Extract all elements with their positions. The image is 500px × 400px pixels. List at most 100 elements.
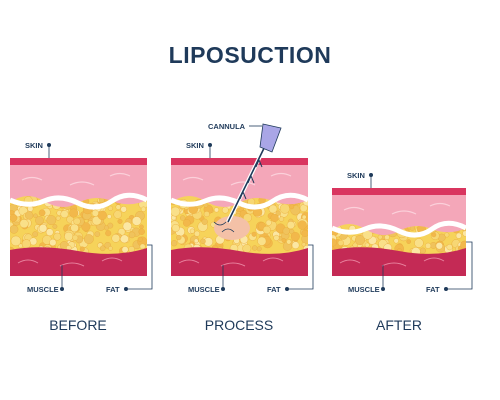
fat-cell (446, 244, 453, 251)
fat-cell (291, 241, 300, 249)
fat-cell (279, 203, 290, 214)
fat-cell (455, 232, 462, 239)
fat-cell (257, 236, 267, 246)
fat-cell (273, 234, 280, 241)
fat-cell (182, 219, 191, 227)
fat-cell (281, 238, 287, 243)
fat-cell (290, 231, 300, 241)
muscle-layer (332, 247, 466, 276)
fat-cell (179, 215, 186, 221)
skin-boundary (10, 192, 147, 210)
fat-cell (201, 218, 208, 225)
fat-cell (83, 234, 94, 245)
fat-cell (10, 225, 19, 234)
caption-after: AFTER (376, 317, 422, 333)
fat-label: FAT (106, 285, 120, 294)
fat-cell (286, 239, 292, 245)
skin-boundary (332, 220, 466, 238)
fat-cell (282, 227, 290, 235)
page-title: LIPOSUCTION (168, 42, 332, 68)
skin-label: SKIN (347, 171, 365, 180)
fat-cell (52, 224, 58, 229)
fat-cell (332, 238, 337, 247)
fat-cell (69, 208, 79, 218)
fat-cell (139, 224, 144, 230)
fat-cell (193, 238, 199, 244)
fat-cell (435, 242, 443, 250)
caption-before: BEFORE (49, 317, 107, 333)
fat-cell (171, 240, 178, 247)
fat-label: FAT (267, 285, 281, 294)
fat-cell (97, 210, 107, 221)
fat-cell (414, 238, 424, 248)
fat-cell (115, 204, 122, 210)
fat-cell (45, 228, 54, 236)
fat-cell (73, 217, 81, 225)
fat-cell (138, 228, 145, 235)
fat-cell (200, 238, 206, 245)
caption-process: PROCESS (205, 317, 273, 333)
fat-cell (406, 239, 412, 244)
muscle-layer (171, 247, 308, 276)
fat-cell (270, 213, 279, 223)
skin-texture (182, 172, 292, 186)
fat-cell (64, 231, 74, 241)
fat-cell (94, 231, 101, 237)
fat-cell (107, 222, 114, 229)
fat-cell (128, 231, 136, 239)
fat-cell (265, 219, 272, 226)
fat-cell (21, 239, 32, 249)
fat-cell (268, 204, 278, 214)
panel-before: SKIN MUSCLE FAT BEFORE (10, 141, 153, 333)
fat-cell (171, 223, 180, 232)
fat-cell (120, 234, 129, 244)
panel-process: CANNULA SKIN MUSCLE FAT PROCESS (171, 122, 314, 333)
fat-cell (121, 246, 129, 254)
fat-cell (301, 214, 307, 220)
fat-cell (122, 221, 132, 231)
fat-cell (275, 210, 281, 216)
fat-cell (49, 238, 57, 247)
fat-cell (384, 234, 390, 241)
skin-texture (343, 202, 451, 215)
skin-label: SKIN (25, 141, 43, 150)
cannula-label: CANNULA (208, 122, 246, 131)
fat-cell (111, 233, 121, 243)
fat-cell (301, 242, 306, 247)
fat-cell (213, 207, 219, 213)
fat-cell (337, 239, 344, 246)
fat-cell (113, 210, 122, 219)
fat-cell (203, 211, 210, 218)
fat-cell (103, 225, 109, 231)
panel-after: SKIN MUSCLE FAT AFTER (332, 171, 473, 333)
fat-cell (286, 221, 295, 230)
fat-cell (46, 215, 57, 226)
muscle-layer (10, 247, 147, 276)
fat-cell (242, 244, 252, 253)
fat-cell (10, 235, 22, 247)
skin-texture (21, 172, 131, 186)
fat-pointer-line (287, 244, 314, 290)
muscle-label: MUSCLE (27, 285, 59, 294)
fat-cell (91, 209, 99, 217)
fat-cell (72, 234, 79, 241)
fat-cell (301, 229, 308, 237)
muscle-fibers (339, 257, 445, 267)
fat-cell (60, 210, 69, 219)
fat-pointer-line (126, 244, 153, 290)
fat-cell (251, 245, 258, 251)
muscle-label: MUSCLE (188, 285, 220, 294)
fat-cell (38, 209, 46, 217)
fat-cell (189, 228, 195, 234)
fat-cell (99, 245, 106, 252)
fat-cell (262, 225, 271, 234)
fat-cell (19, 219, 29, 229)
fat-cell (120, 206, 127, 213)
fat-cell (55, 215, 61, 221)
muscle-label: MUSCLE (348, 285, 380, 294)
fat-cell (33, 213, 38, 219)
fat-cell (10, 214, 18, 222)
fat-cell (352, 242, 358, 248)
fat-cell (393, 238, 399, 244)
